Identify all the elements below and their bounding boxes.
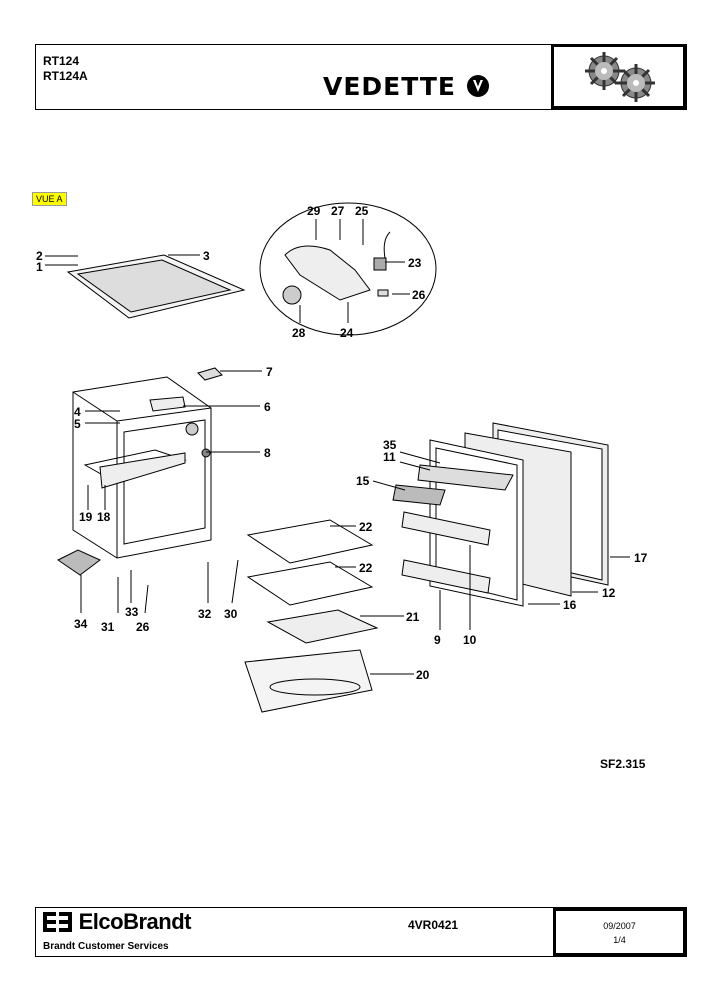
part-label-12: 12 — [602, 586, 616, 600]
page-number: 1/4 — [613, 935, 626, 945]
part-label-22-top: 22 — [359, 520, 373, 534]
model-rt124: RT124 — [43, 54, 80, 68]
part-label-26: 26 — [136, 620, 150, 634]
brand-name: VEDETTE — [323, 72, 490, 101]
footer-box: ElcoBrandt Brandt Customer Services 4VR0… — [35, 907, 687, 957]
part-label-27: 27 — [331, 204, 345, 218]
model-numbers: RT124 RT124A — [43, 54, 88, 84]
part-label-4: 4 — [74, 405, 81, 419]
company-logo: ElcoBrandt — [43, 909, 191, 935]
brand-text: VEDETTE — [323, 72, 457, 101]
date-page-box: 09/2007 1/4 — [553, 908, 686, 956]
cabinet — [72, 376, 212, 559]
gear-pair-logo-icon — [585, 52, 655, 102]
part-label-35: 35 — [383, 438, 397, 452]
part-label-25: 25 — [355, 204, 369, 218]
view-tag: VUE A — [32, 192, 67, 206]
sheet-reference: SF2.315 — [600, 757, 646, 771]
part-label-17: 17 — [634, 551, 648, 565]
document-date: 09/2007 — [603, 921, 636, 931]
vedette-v-icon — [466, 75, 489, 97]
part-label-24: 24 — [340, 326, 354, 340]
part-label-5: 5 — [74, 417, 81, 431]
part-label-15: 15 — [356, 474, 370, 488]
part-label-2: 2 — [36, 249, 43, 263]
part-label-32: 32 — [198, 607, 212, 621]
part-label-6: 6 — [264, 400, 271, 414]
part-label-23: 23 — [408, 256, 422, 270]
part-label-10: 10 — [463, 633, 477, 647]
part-label-28: 28 — [292, 326, 306, 340]
elcobrandt-logo-icon — [43, 912, 72, 932]
door-assembly — [392, 422, 609, 607]
part-label-34: 34 — [74, 617, 88, 631]
header-box: RT124 RT124A VEDETTE — [35, 44, 687, 110]
wire-shelves — [246, 519, 374, 606]
logo-box — [551, 45, 686, 109]
part-label-11: 11 — [383, 450, 396, 464]
part-label-33: 33 — [125, 605, 139, 619]
part-label-16: 16 — [563, 598, 577, 612]
top-panel — [66, 254, 246, 319]
part-label-18: 18 — [97, 510, 111, 524]
part-label-21: 21 — [406, 610, 420, 624]
part-label-19: 19 — [79, 510, 93, 524]
part-label-29: 29 — [307, 204, 321, 218]
part-label-8: 8 — [264, 446, 271, 460]
part-label-26-detail: 26 — [412, 288, 426, 302]
part-label-1: 1 — [36, 260, 43, 274]
model-rt124a: RT124A — [43, 69, 88, 83]
part-label-22-bottom: 22 — [359, 561, 373, 575]
part-label-20: 20 — [416, 668, 430, 682]
service-name: Brandt Customer Services — [43, 941, 169, 952]
part-label-31: 31 — [101, 620, 115, 634]
part-label-9: 9 — [434, 633, 441, 647]
part-label-7: 7 — [266, 365, 273, 379]
part-label-3: 3 — [203, 249, 210, 263]
document-number: 4VR0421 — [408, 918, 459, 932]
company-name: ElcoBrandt — [78, 909, 192, 934]
part-label-30: 30 — [224, 607, 238, 621]
